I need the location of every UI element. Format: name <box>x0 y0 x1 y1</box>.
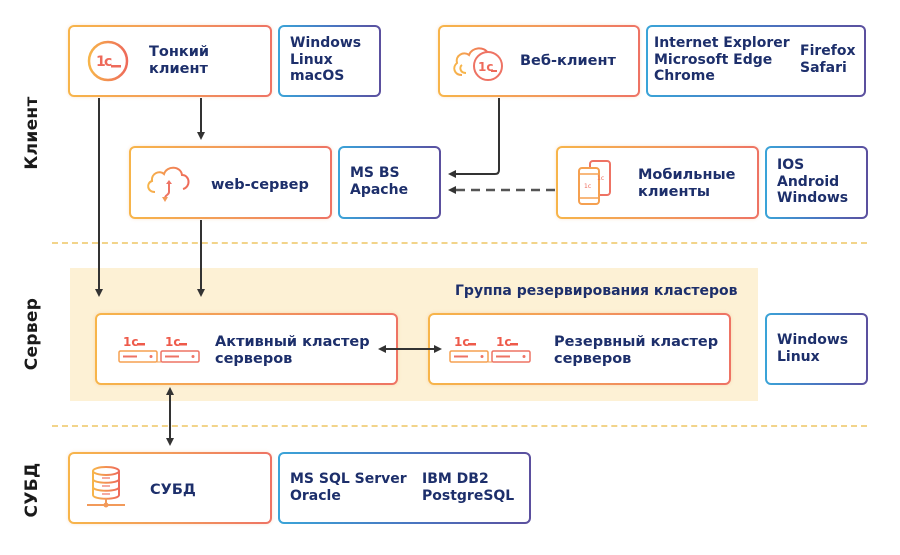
server-cluster-icon: 1c 1c <box>448 333 534 369</box>
web-server-box[interactable]: web-сервер <box>129 146 332 219</box>
svg-text:1c: 1c <box>165 335 180 349</box>
svg-text:c: c <box>104 54 112 70</box>
tier-divider-client-server <box>52 242 867 244</box>
smartphones-icon: 1c 1c <box>576 158 616 208</box>
svg-text:1c: 1c <box>478 60 493 74</box>
dbms-engines-box: MS SQL Server Oracle IBM DB2 PostgreSQL <box>278 452 531 524</box>
svg-text:1: 1 <box>96 54 106 70</box>
browser-list-secondary: Firefox Safari <box>800 43 856 76</box>
thin-client-title: Тонкий клиент <box>149 44 210 77</box>
mobile-clients-title: Мобильные клиенты <box>638 167 736 200</box>
tier-label-dbms: СУБД <box>22 462 42 518</box>
dbms-engine-list-primary: MS SQL Server Oracle <box>290 471 407 504</box>
active-cluster-title: Активный кластер серверов <box>215 334 370 367</box>
web-server-software-box: MS BS Apache <box>338 146 441 219</box>
svg-text:1c: 1c <box>496 335 511 349</box>
mobile-os-list: IOS Android Windows <box>777 157 849 206</box>
1c-logo-icon: 1 c <box>86 39 130 83</box>
server-os-list: Windows Linux <box>777 332 849 365</box>
svg-text:1c: 1c <box>597 175 604 182</box>
browser-list-primary: Internet Explorer Microsoft Edge Chrome <box>654 35 790 84</box>
server-cluster-icon: 1c 1c <box>117 333 203 369</box>
thin-client-box[interactable]: 1 c Тонкий клиент <box>68 25 272 97</box>
mobile-os-box: IOS Android Windows <box>765 146 868 219</box>
thin-client-os-list: Windows Linux macOS <box>290 35 362 84</box>
tier-divider-server-dbms <box>52 425 867 427</box>
web-server-title: web-сервер <box>211 177 309 193</box>
svg-text:1c: 1c <box>454 335 469 349</box>
database-icon <box>84 464 128 512</box>
tier-label-server: Сервер <box>22 297 42 371</box>
reserve-cluster-box[interactable]: 1c 1c Резервный кластер серверов <box>428 313 731 385</box>
svg-text:1c: 1c <box>123 335 138 349</box>
mobile-clients-box[interactable]: 1c 1c Мобильные клиенты <box>556 146 759 219</box>
cloud-sync-icon <box>143 162 193 206</box>
web-server-software-list: MS BS Apache <box>350 165 409 198</box>
reserve-cluster-title: Резервный кластер серверов <box>554 334 719 367</box>
dbms-engine-list-secondary: IBM DB2 PostgreSQL <box>422 471 515 504</box>
tier-label-client: Клиент <box>22 96 42 170</box>
web-client-box[interactable]: 1c Веб-клиент <box>438 25 640 97</box>
thin-client-os-box: Windows Linux macOS <box>278 25 381 97</box>
web-client-browsers-box: Internet Explorer Microsoft Edge Chrome … <box>646 25 866 97</box>
web-client-title: Веб-клиент <box>520 53 616 69</box>
dbms-title: СУБД <box>150 482 196 498</box>
active-cluster-box[interactable]: 1c 1c Активный кластер серверов <box>95 313 398 385</box>
arrow-web-client-to-web-server <box>448 98 500 178</box>
cluster-group-title: Группа резервирования кластеров <box>455 283 738 299</box>
svg-text:1c: 1c <box>584 183 591 190</box>
dbms-box[interactable]: СУБД <box>68 452 272 524</box>
server-os-box: Windows Linux <box>765 313 868 385</box>
cloud-1c-icon: 1c <box>450 37 510 85</box>
